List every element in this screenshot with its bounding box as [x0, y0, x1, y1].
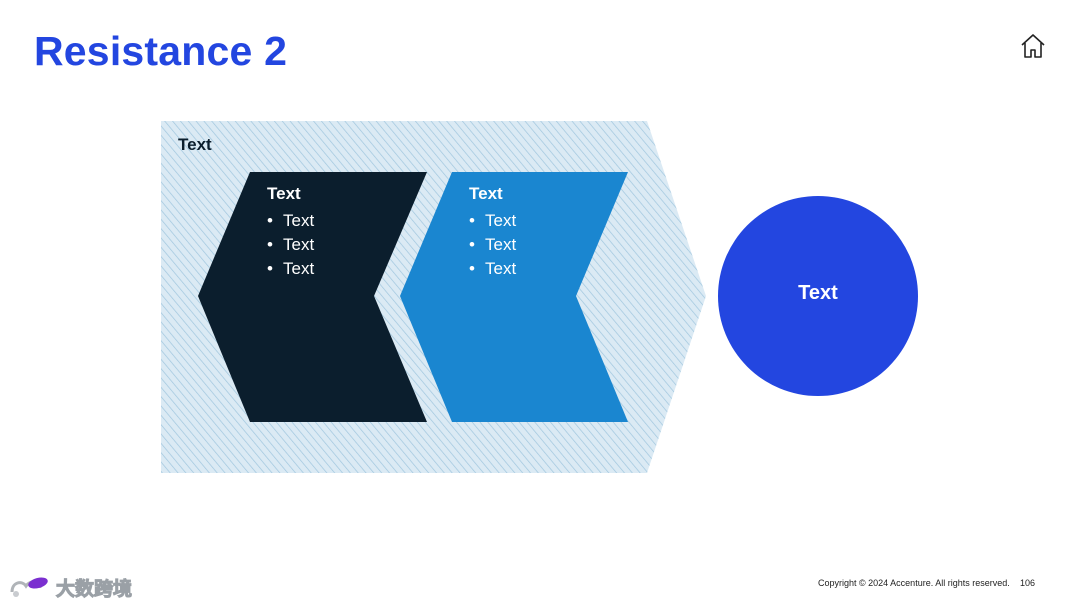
- slide-title: Resistance 2: [34, 28, 288, 74]
- watermark-text: 大数跨境: [55, 578, 133, 600]
- bullet-item: Text: [469, 233, 516, 257]
- dark-panel-bullets: Text Text Text: [267, 209, 314, 281]
- light-panel-bullets: Text Text Text: [469, 209, 516, 281]
- watermark-logo-icon: [10, 577, 48, 597]
- copyright-notice: Copyright © 2024 Accenture. All rights r…: [818, 578, 1010, 588]
- light-panel-heading: Text: [469, 184, 503, 203]
- bullet-item: Text: [267, 257, 314, 281]
- bullet-item: Text: [469, 209, 516, 233]
- watermark: 大数跨境: [8, 572, 133, 602]
- dark-chevron: [198, 172, 427, 422]
- page-number: 106: [1020, 578, 1036, 588]
- light-panel-content: Text Text Text Text: [469, 184, 516, 281]
- bullet-item: Text: [267, 209, 314, 233]
- bullet-item: Text: [469, 257, 516, 281]
- dark-panel-content: Text Text Text Text: [267, 184, 314, 281]
- light-chevron: [400, 172, 628, 422]
- result-circle: [718, 196, 918, 396]
- outer-label: Text: [178, 135, 212, 154]
- home-icon[interactable]: [1019, 32, 1047, 60]
- circle-label: Text: [798, 282, 838, 304]
- dark-panel-heading: Text: [267, 184, 301, 203]
- bullet-item: Text: [267, 233, 314, 257]
